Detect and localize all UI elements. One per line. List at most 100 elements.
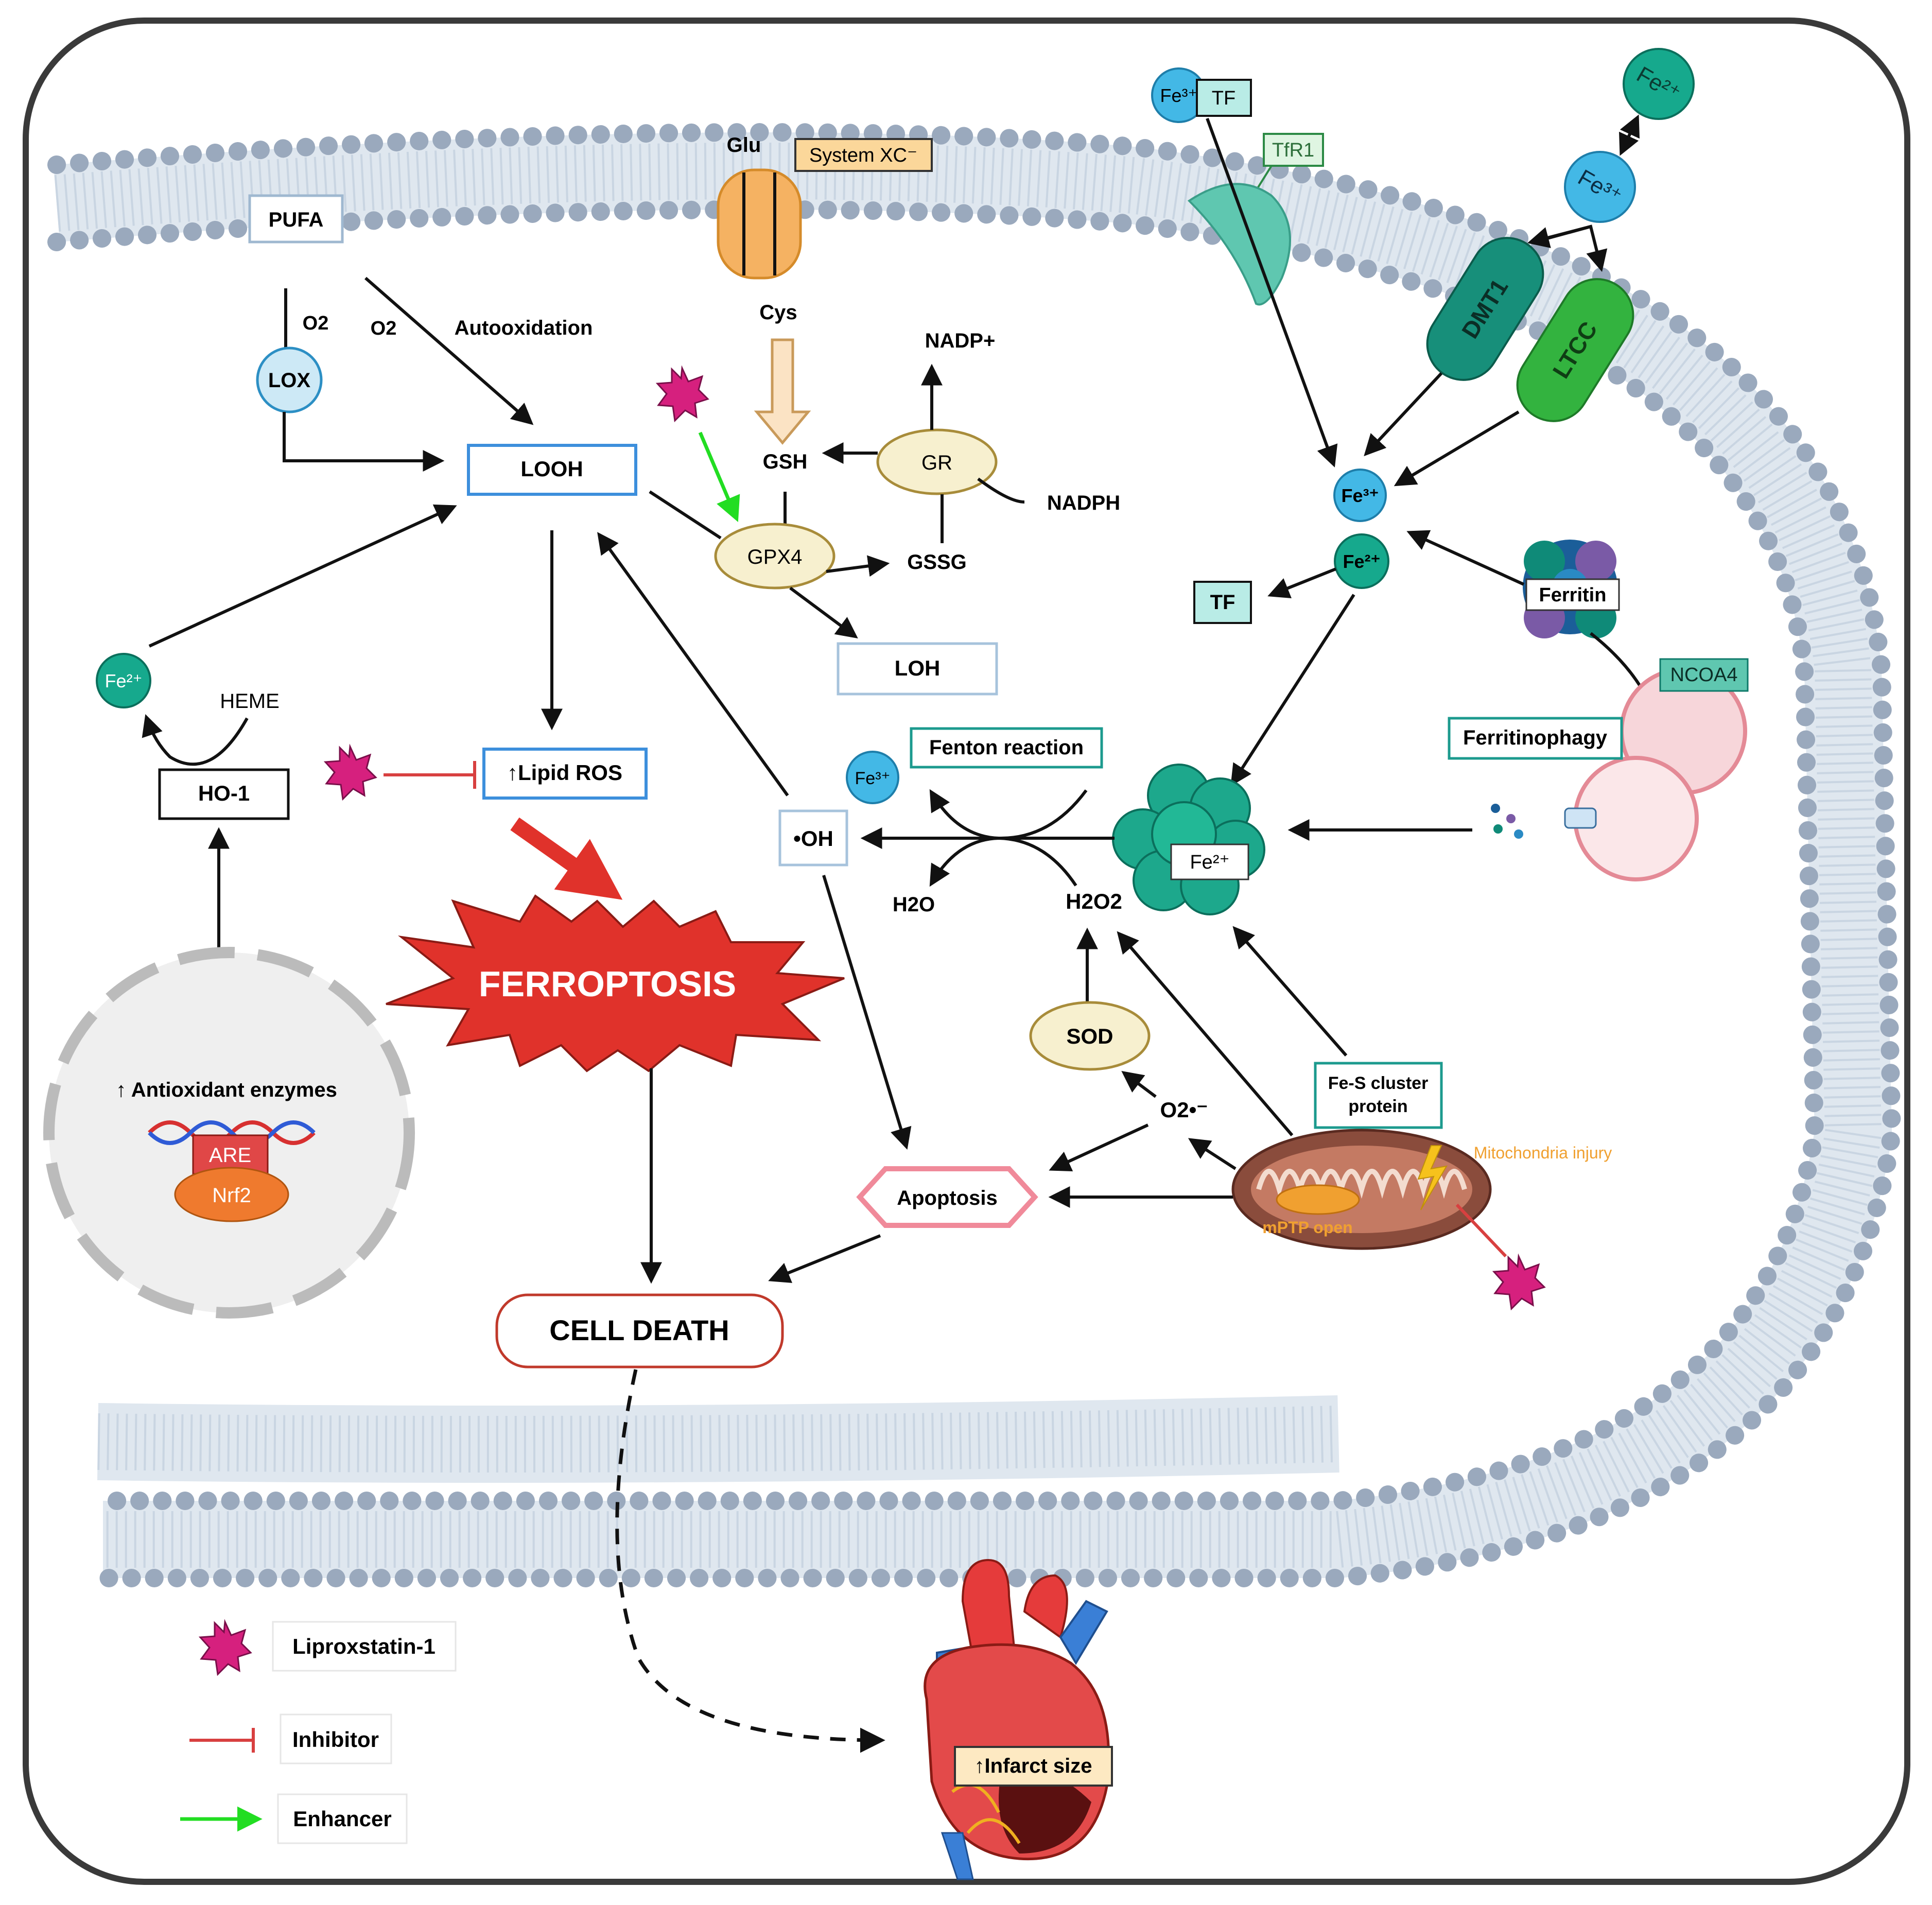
gr-label: GR (921, 452, 952, 474)
lysosome-channel (1564, 807, 1597, 829)
legend-enhancer-box (277, 1793, 408, 1844)
ferroptosis-label: FERROPTOSIS (479, 964, 736, 1004)
fe3-ion-fenton (846, 751, 899, 804)
nrf2-protein (174, 1167, 289, 1222)
infarct-box (954, 1746, 1113, 1787)
ferritinophagy-box (1448, 717, 1623, 760)
oh-label: •OH (793, 826, 833, 851)
legend-inhibitor-label: Inhibitor (292, 1727, 379, 1752)
nrf2-label: Nrf2 (212, 1184, 251, 1207)
arrow-oh-to-looh (597, 532, 789, 796)
loh-label: LOH (895, 656, 941, 680)
legend-liproxstatin-icon (198, 1619, 252, 1676)
lipid-ros-label: ↑Lipid ROS (507, 760, 622, 785)
glu-label: Glu (727, 134, 761, 157)
fes-cluster-box (1314, 1062, 1443, 1129)
system-xc-box (794, 138, 933, 172)
cell-membrane-inner (97, 1395, 1339, 1483)
dna-helix (148, 1120, 316, 1145)
fe2-left-label: Fe²⁺ (105, 670, 142, 691)
arrow-fe2-fe3-exchange (1619, 114, 1640, 156)
ferroptosis-burst (386, 894, 845, 1072)
fe3-ion-mid (1333, 469, 1387, 522)
legend-inhibitor-box (280, 1713, 392, 1764)
arrow-superoxide-to-apoptosis (1049, 1123, 1149, 1172)
sod-enzyme (1029, 1001, 1151, 1071)
fe2-mid-label: Fe²⁺ (1343, 551, 1380, 572)
arrow-fe3-to-dmt1 (1527, 225, 1591, 248)
infarct-label: ↑Infarct size (974, 1755, 1092, 1777)
fe2-ion-mid (1334, 533, 1389, 589)
fe3-ion-topright (1564, 151, 1636, 223)
gpx4-label: GPX4 (747, 546, 803, 568)
o2-label-a: O2 (303, 313, 329, 334)
ferritin-label: Ferritin (1539, 584, 1607, 606)
gsh-label: GSH (763, 451, 808, 473)
fe2-ion-left (96, 653, 151, 708)
arrow-oh-to-apoptosis (822, 875, 912, 1150)
inhibitor-line-mito (1455, 1203, 1507, 1258)
system-xc-label: System XC⁻ (809, 145, 917, 166)
tfr1-label: TfR1 (1272, 140, 1314, 161)
ho1-label: HO-1 (198, 781, 250, 805)
tfr1-pointer (1255, 165, 1273, 192)
arrow-heme-to-fe2 (142, 714, 249, 766)
fe2-ion-topright (1623, 48, 1695, 120)
sod-label: SOD (1066, 1024, 1113, 1048)
arrow-superoxide-to-sod (1121, 1070, 1157, 1098)
arrow-cys-to-gsh (754, 338, 811, 445)
pufa-label: PUFA (269, 209, 324, 231)
legend-enhancer-label: Enhancer (293, 1807, 391, 1831)
ferritinophagy-label: Ferritinophagy (1463, 726, 1608, 749)
h2o2-label: H2O2 (1066, 889, 1122, 913)
liproxstatin-gpx4-icon (655, 365, 709, 423)
enhancer-arrow-gpx4 (698, 431, 740, 523)
fes-line2-label: protein (1348, 1097, 1407, 1116)
fe2-cluster-label: Fe²⁺ (1190, 852, 1229, 873)
arrow-fe2-to-looh (148, 504, 457, 648)
gr-enzyme (876, 428, 998, 495)
arrow-gpx4-to-gssg (826, 555, 890, 577)
o2-label-b: O2 (371, 318, 397, 339)
arrow-lox-to-looh (283, 412, 445, 472)
dmt1-channel (1426, 237, 1544, 381)
cys-label: Cys (759, 301, 797, 324)
lox-enzyme (256, 347, 323, 413)
arrow-apoptosis-to-cell-death (768, 1234, 881, 1283)
arrow-mito-to-superoxide (1188, 1138, 1237, 1170)
arrow-mito-to-h2o2 (1117, 931, 1294, 1136)
arrow-fes-to-cluster (1232, 926, 1348, 1057)
arrow-tf-to-fe3 (1206, 117, 1338, 467)
fe2-cluster-box (1170, 843, 1249, 880)
nadph-line (977, 477, 1025, 504)
looh-label: LOOH (520, 457, 583, 481)
are-label: ARE (209, 1144, 251, 1167)
arrow-autoxidation-to-looh (364, 276, 534, 425)
arrow-h2o2-to-h2o (929, 836, 1077, 887)
nadph-label: NADPH (1047, 492, 1120, 514)
heme-label: HEME (220, 690, 280, 713)
cell-death-label: CELL DEATH (549, 1314, 729, 1346)
lipid-ros-box (482, 748, 648, 800)
antioxidant-enzymes-label: ↑ Antioxidant enzymes (116, 1079, 337, 1101)
fe3-tf-label: Fe³⁺ (1160, 85, 1197, 106)
lox-label: LOX (268, 369, 311, 392)
pufa-box (248, 194, 344, 244)
fe3-fenton-label: Fe³⁺ (855, 769, 891, 788)
fe3-mid-label: Fe³⁺ (1341, 485, 1379, 506)
liproxstatin-lipid-ros-icon (323, 743, 377, 801)
tfr1-box (1263, 133, 1324, 167)
arrow-gpx4-to-loh (789, 586, 858, 639)
fes-line1-label: Fe-S cluster (1328, 1073, 1429, 1093)
apoptosis-label: Apoptosis (897, 1187, 998, 1209)
arrow-fe2-to-tf (1267, 567, 1337, 599)
fenton-box (910, 727, 1103, 769)
cell-death-box (495, 1293, 784, 1369)
fenton-label: Fenton reaction (929, 736, 1084, 759)
system-xc-transporter (717, 168, 802, 280)
mptp-label: mPTP open (1262, 1218, 1352, 1237)
loh-box (837, 642, 998, 696)
arrow-dmt1-to-fe3 (1364, 372, 1443, 457)
oh-box (778, 809, 848, 867)
